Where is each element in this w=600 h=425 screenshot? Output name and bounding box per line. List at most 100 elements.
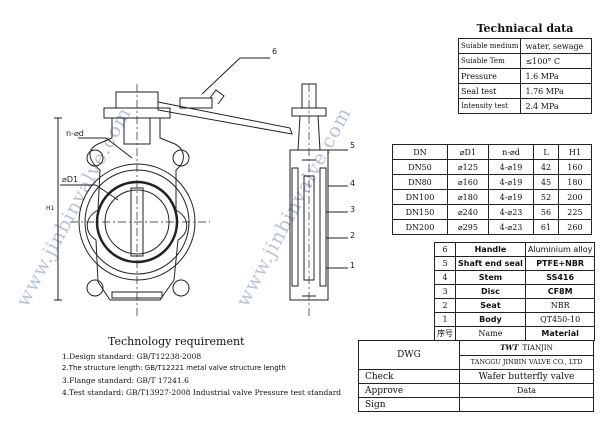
side-stem-top bbox=[301, 83, 317, 109]
company-logo: TWT bbox=[500, 343, 519, 353]
part-name: Disc bbox=[455, 284, 526, 299]
table-cell: 4-⌀19 bbox=[487, 189, 535, 205]
dwg-label: DWG bbox=[358, 340, 460, 370]
callout-6: 6 bbox=[272, 47, 277, 56]
sign-label: Sign bbox=[358, 397, 460, 412]
table-row: Suiable Tem ≤100° C bbox=[457, 53, 592, 69]
part-name: Handle bbox=[455, 242, 526, 257]
side-seat-right bbox=[319, 167, 327, 287]
column-header: H1 bbox=[557, 144, 593, 160]
table-row: 5 Shaft end seal PTFE+NBR bbox=[434, 256, 596, 271]
side-disc bbox=[303, 175, 315, 281]
approve-label: Approve bbox=[358, 383, 460, 398]
tech-label: Pressure bbox=[457, 68, 522, 84]
side-seat-left bbox=[291, 167, 299, 287]
tech-value: ≤100° C bbox=[520, 53, 592, 69]
dimension-table: DN ⌀D1 n-⌀d L H1 DN50 ⌀125 4-⌀19 42 160 … bbox=[392, 144, 593, 235]
table-header-row: 序号 Name Material bbox=[434, 326, 596, 341]
table-row: 2 Seat NBR bbox=[434, 298, 596, 313]
part-number: 6 bbox=[434, 242, 456, 257]
part-name: Shaft end seal bbox=[455, 256, 526, 271]
label-d1: ⌀D1 bbox=[62, 175, 78, 184]
tech-label: Suiable medium bbox=[457, 38, 522, 54]
column-header: Name bbox=[455, 326, 526, 341]
product-name: Wafer butterfly valve bbox=[459, 369, 594, 384]
table-cell: DN50 bbox=[392, 159, 448, 175]
label-h1: H1 bbox=[46, 205, 55, 212]
table-cell: 4-⌀19 bbox=[487, 159, 535, 175]
column-header: L bbox=[533, 144, 559, 160]
table-cell: DN80 bbox=[392, 174, 448, 190]
table-cell: 61 bbox=[533, 219, 559, 235]
table-row: 4 Stem SS416 bbox=[434, 270, 596, 285]
tech-label: Intensity test bbox=[457, 98, 522, 114]
table-cell: ⌀295 bbox=[446, 219, 489, 235]
lug-bottom-left bbox=[86, 279, 104, 297]
table-row: Suiable medium water, sewage bbox=[457, 38, 592, 54]
side-body bbox=[289, 149, 329, 301]
table-cell: 200 bbox=[557, 189, 593, 205]
part-material: CF8M bbox=[524, 284, 596, 299]
requirements-title: Technology requirement bbox=[108, 335, 245, 348]
company-line1: TIANJIN bbox=[522, 344, 553, 353]
table-row: 1 Body QT450-10 bbox=[434, 312, 596, 327]
requirement-item: 4.Test standard: GB/T13927-2008 Industri… bbox=[62, 388, 342, 397]
table-header-row: DN ⌀D1 n-⌀d L H1 bbox=[392, 144, 593, 160]
label-n-d: n-⌀d bbox=[66, 129, 84, 138]
part-name: Body bbox=[455, 312, 526, 327]
table-row: Approve Data bbox=[358, 383, 594, 398]
technical-data-title: Techniacal data bbox=[476, 22, 574, 35]
table-cell: DN200 bbox=[392, 219, 448, 235]
table-cell: 225 bbox=[557, 204, 593, 220]
part-name: Seat bbox=[455, 298, 526, 313]
lug-top-left bbox=[86, 149, 104, 167]
part-number: 2 bbox=[434, 298, 456, 313]
tech-label: Seal test bbox=[457, 83, 522, 99]
parts-table: 6 Handle Aluminium alloy 5 Shaft end sea… bbox=[434, 242, 596, 341]
table-row: Sign bbox=[358, 397, 594, 412]
table-row: DN200 ⌀295 4-⌀23 61 260 bbox=[392, 219, 593, 235]
column-header: DN bbox=[392, 144, 448, 160]
table-row: Intensity test 2.4 MPa bbox=[457, 98, 592, 114]
column-header: 序号 bbox=[434, 326, 456, 341]
tech-value: 1.6 MPa bbox=[520, 68, 592, 84]
table-cell: DN100 bbox=[392, 189, 448, 205]
table-row: DN80 ⌀160 4-⌀19 45 180 bbox=[392, 174, 593, 190]
part-number: 5 bbox=[434, 256, 456, 271]
table-cell: 4-⌀23 bbox=[487, 219, 535, 235]
callout-3: 3 bbox=[350, 205, 355, 214]
part-number: 1 bbox=[434, 312, 456, 327]
company-line2: TANGGU JINBIN VALVE CO., LTD bbox=[459, 354, 594, 370]
part-material: SS416 bbox=[524, 270, 596, 285]
table-cell: DN150 bbox=[392, 204, 448, 220]
table-row: 6 Handle Aluminium alloy bbox=[434, 242, 596, 257]
table-cell: ⌀160 bbox=[446, 174, 489, 190]
tech-value: water, sewage bbox=[520, 38, 592, 54]
table-row: DN150 ⌀240 4-⌀23 56 225 bbox=[392, 204, 593, 220]
table-row: 3 Disc CF8M bbox=[434, 284, 596, 299]
table-cell: 52 bbox=[533, 189, 559, 205]
lug-bottom-right bbox=[172, 279, 190, 297]
table-cell: 42 bbox=[533, 159, 559, 175]
column-header: n-⌀d bbox=[487, 144, 535, 160]
table-row: DN50 ⌀125 4-⌀19 42 160 bbox=[392, 159, 593, 175]
part-material: Aluminium alloy bbox=[524, 242, 596, 257]
tech-value: 2.4 MPa bbox=[520, 98, 592, 114]
table-cell: ⌀125 bbox=[446, 159, 489, 175]
column-header: Material bbox=[524, 326, 596, 341]
callout-5: 5 bbox=[350, 141, 355, 150]
table-row: Check Wafer butterfly valve bbox=[358, 369, 594, 384]
table-cell: 56 bbox=[533, 204, 559, 220]
technical-data-table: Suiable medium water, sewage Suiable Tem… bbox=[457, 38, 592, 114]
table-cell: ⌀180 bbox=[446, 189, 489, 205]
handle-grip bbox=[179, 97, 213, 109]
table-cell: ⌀240 bbox=[446, 204, 489, 220]
handle-lever bbox=[157, 101, 293, 135]
part-material: NBR bbox=[524, 298, 596, 313]
table-row: Pressure 1.6 MPa bbox=[457, 68, 592, 84]
callout-2: 2 bbox=[350, 231, 355, 240]
table-cell: 260 bbox=[557, 219, 593, 235]
